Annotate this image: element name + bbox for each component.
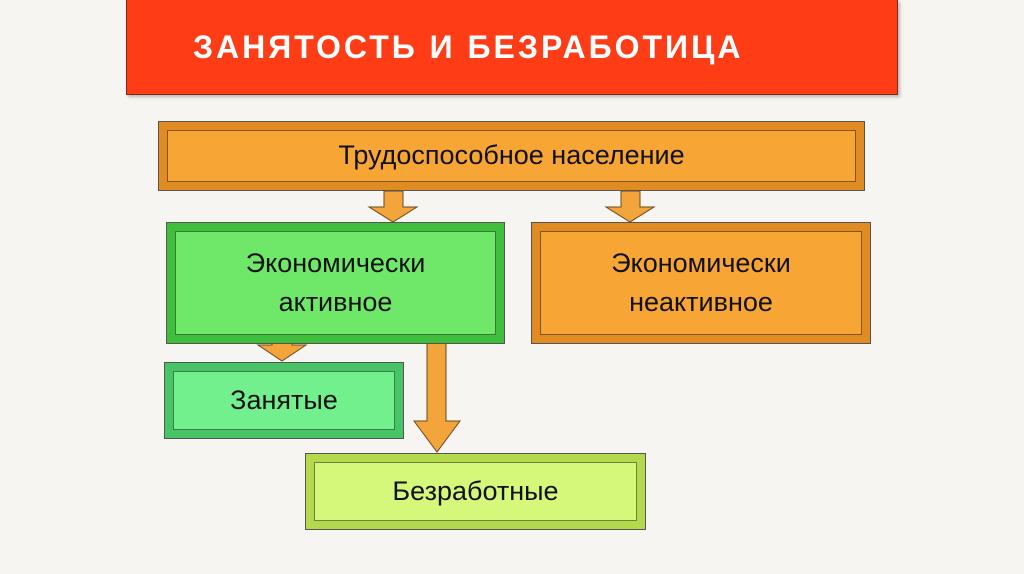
econ-inactive-box: Экономически неактивное: [531, 222, 871, 344]
labor-force-box: Трудоспособное население: [158, 121, 865, 191]
arrow-to-active: [367, 190, 419, 223]
employed-box: Занятые: [164, 362, 404, 439]
labor-force-label: Трудоспособное население: [338, 140, 685, 171]
page-title: ЗАНЯТОСТЬ И БЕЗРАБОТИЦА: [193, 28, 744, 65]
employed-label: Занятые: [230, 384, 338, 415]
arrow-to-unemployed: [413, 325, 461, 453]
unemployed-label: Безработные: [392, 475, 559, 506]
econ-inactive-label: Экономически неактивное: [611, 247, 791, 317]
arrow-to-inactive: [604, 190, 656, 223]
unemployed-box: Безработные: [305, 453, 646, 530]
title-bar: ЗАНЯТОСТЬ И БЕЗРАБОТИЦА: [126, 0, 898, 95]
econ-active-label: Экономически активное: [245, 247, 426, 317]
econ-active-box: Экономически активное: [166, 222, 505, 344]
